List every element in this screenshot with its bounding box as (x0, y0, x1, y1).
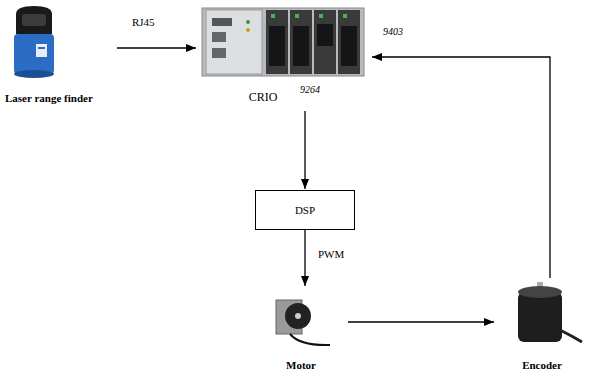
module-number: 9264 (300, 84, 320, 96)
device-caption: CRIO (198, 91, 368, 105)
box-label: DSP (295, 204, 315, 217)
device-node: Encoder (500, 280, 584, 374)
signal-name: RJ45 (130, 16, 157, 29)
device-node: Motor (262, 288, 340, 374)
process-box: DSP (255, 190, 355, 230)
signal-arrow (348, 321, 494, 322)
device-caption: Motor (262, 359, 340, 372)
signal-arrow (304, 111, 305, 189)
signal-arrow (372, 57, 550, 278)
signal-name: PWM (316, 248, 346, 261)
motor-picture (276, 300, 330, 345)
laser-scanner-picture (14, 6, 54, 78)
crio-picture (202, 8, 364, 76)
encoder-picture (518, 282, 582, 342)
device-node: Laser range finder (3, 3, 115, 107)
signal-arrow (304, 230, 305, 286)
device-caption: Laser range finder (3, 92, 115, 105)
device-caption: Encoder (500, 359, 584, 372)
device-node: CRIO (198, 3, 368, 107)
signal-arrow (117, 47, 196, 48)
module-number: 9403 (383, 26, 403, 38)
